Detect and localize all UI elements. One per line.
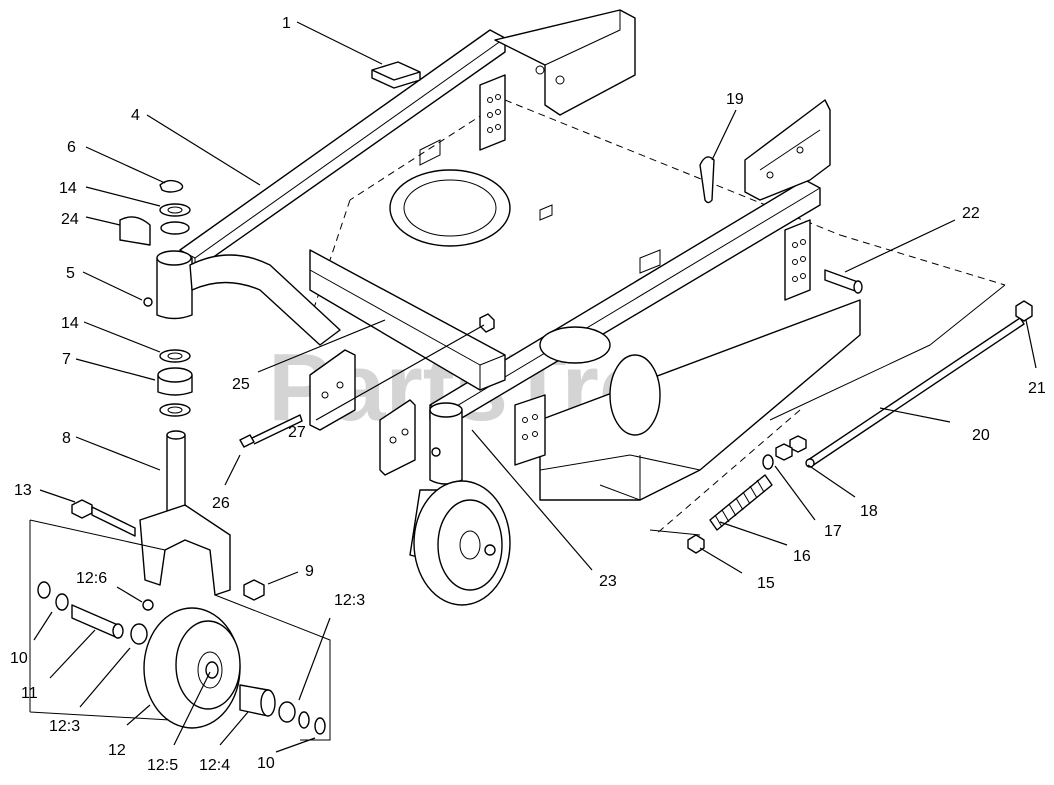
callout-10-left: 10 <box>10 650 28 667</box>
callout-18: 18 <box>860 503 878 520</box>
front-caster-assembly <box>409 402 511 606</box>
callout-15: 15 <box>757 575 775 592</box>
callout-6: 6 <box>67 139 76 156</box>
callout-1: 1 <box>282 15 291 32</box>
leader-lines <box>33 21 1037 753</box>
callout-12: 12 <box>108 742 126 759</box>
callout-25: 25 <box>232 376 250 393</box>
callout-22: 22 <box>962 205 980 222</box>
callout-4: 4 <box>131 107 140 124</box>
callout-12-5: 12:5 <box>147 757 178 774</box>
callout-9: 9 <box>305 563 314 580</box>
callout-labels: 1 4 6 14 24 5 14 7 8 13 12:6 10 11 12:3 … <box>10 15 1046 774</box>
callout-12-6: 12:6 <box>76 570 107 587</box>
callout-14-lower: 14 <box>61 315 79 332</box>
callout-23: 23 <box>599 573 617 590</box>
frame-assembly <box>179 9 1006 536</box>
callout-24: 24 <box>61 211 79 228</box>
callout-14-upper: 14 <box>59 180 77 197</box>
callout-13: 13 <box>14 482 32 499</box>
callout-17: 17 <box>824 523 842 540</box>
left-caster-assembly <box>29 179 495 741</box>
callout-5: 5 <box>66 265 75 282</box>
callout-21: 21 <box>1028 380 1046 397</box>
callout-20: 20 <box>972 427 990 444</box>
callout-12-3-left: 12:3 <box>49 718 80 735</box>
callout-12-4: 12:4 <box>199 757 230 774</box>
callout-7: 7 <box>62 351 71 368</box>
callout-16: 16 <box>793 548 811 565</box>
callout-8: 8 <box>62 430 71 447</box>
callout-19: 19 <box>726 91 744 108</box>
callout-11: 11 <box>21 685 38 702</box>
callout-27: 27 <box>288 424 306 441</box>
right-hardware <box>649 156 1033 554</box>
callout-26: 26 <box>212 495 230 512</box>
plate-part-1 <box>371 61 421 89</box>
callout-10-right: 10 <box>257 755 275 772</box>
callout-12-3-right: 12:3 <box>334 592 365 609</box>
